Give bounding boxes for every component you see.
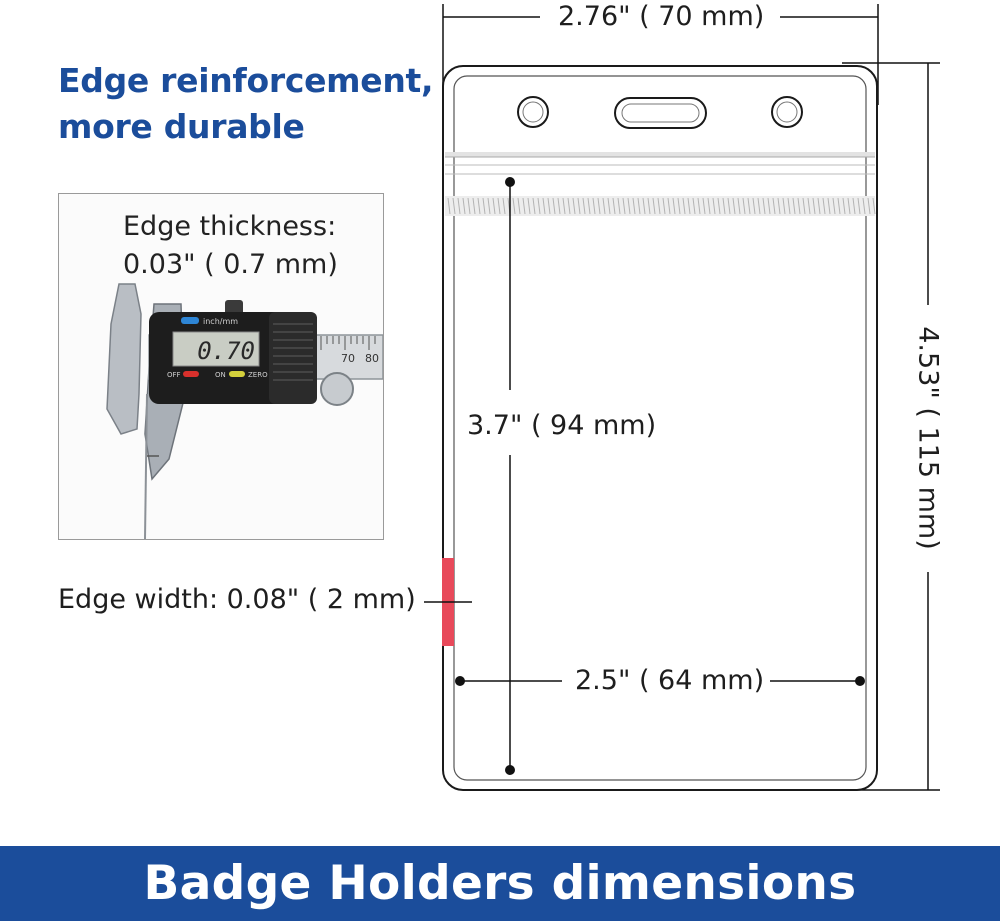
lcd-reading: 0.70 — [197, 337, 255, 365]
zip-seal-strip — [445, 196, 875, 216]
lcd-screen — [172, 331, 260, 367]
scale-label-70: 70 — [341, 352, 355, 365]
on-label: ON — [215, 371, 226, 379]
edge-thickness-label: Edge thickness: 0.03" ( 0.7 mm) — [123, 208, 338, 284]
zero-button — [229, 371, 245, 377]
inner-height-label: 3.7" ( 94 mm) — [467, 410, 657, 441]
mode-label: inch/mm — [203, 317, 238, 326]
inner-height-endpoint-top — [505, 177, 515, 187]
zero-label: ZERO — [248, 371, 268, 379]
inner-width-endpoint-left — [455, 676, 465, 686]
headline: Edge reinforcement, more durable — [58, 58, 434, 150]
footer-banner: Badge Holders dimensions — [0, 846, 1000, 921]
depth-rod — [144, 393, 148, 539]
caliper-grip — [273, 323, 313, 381]
headline-line-1: Edge reinforcement, — [58, 61, 434, 100]
off-label: OFF — [167, 371, 181, 379]
inner-width-label: 2.5" ( 64 mm) — [575, 665, 765, 696]
badge-holder-inner-edge — [453, 75, 867, 781]
inner-height-endpoint-bottom — [505, 765, 515, 775]
caliper-scale-ticks — [320, 336, 376, 350]
zip-seal-teeth — [447, 197, 876, 215]
thumb-wheel — [320, 372, 354, 406]
badge-holder-outline — [442, 65, 878, 791]
height-total-label: 4.53" ( 115 mm) — [912, 326, 944, 550]
caliper-photo: Edge thickness: 0.03" ( 0.7 mm) 70 80 — [58, 193, 384, 540]
footer-title: Badge Holders dimensions — [143, 856, 857, 911]
edge-thickness-value: 0.03" ( 0.7 mm) — [123, 249, 338, 280]
left-strap-hole — [517, 96, 549, 128]
headline-line-2: more durable — [58, 107, 305, 146]
off-button — [183, 371, 199, 377]
center-slot — [614, 97, 707, 129]
mode-button — [181, 317, 199, 324]
caliper-illustration: 70 80 inch/mm 0.70 OFF ON ZERO — [106, 283, 383, 539]
badge-holder-drawing — [424, 4, 940, 791]
caliper-outside-jaw — [106, 283, 142, 435]
edge-thickness-title: Edge thickness: — [123, 211, 337, 242]
scale-label-80: 80 — [365, 352, 379, 365]
right-strap-hole — [771, 96, 803, 128]
inner-width-endpoint-right — [855, 676, 865, 686]
edge-width-label: Edge width: 0.08" ( 2 mm) — [58, 584, 416, 615]
width-total-label: 2.76" ( 70 mm) — [558, 1, 765, 32]
zip-seal-strip-top — [445, 152, 875, 157]
